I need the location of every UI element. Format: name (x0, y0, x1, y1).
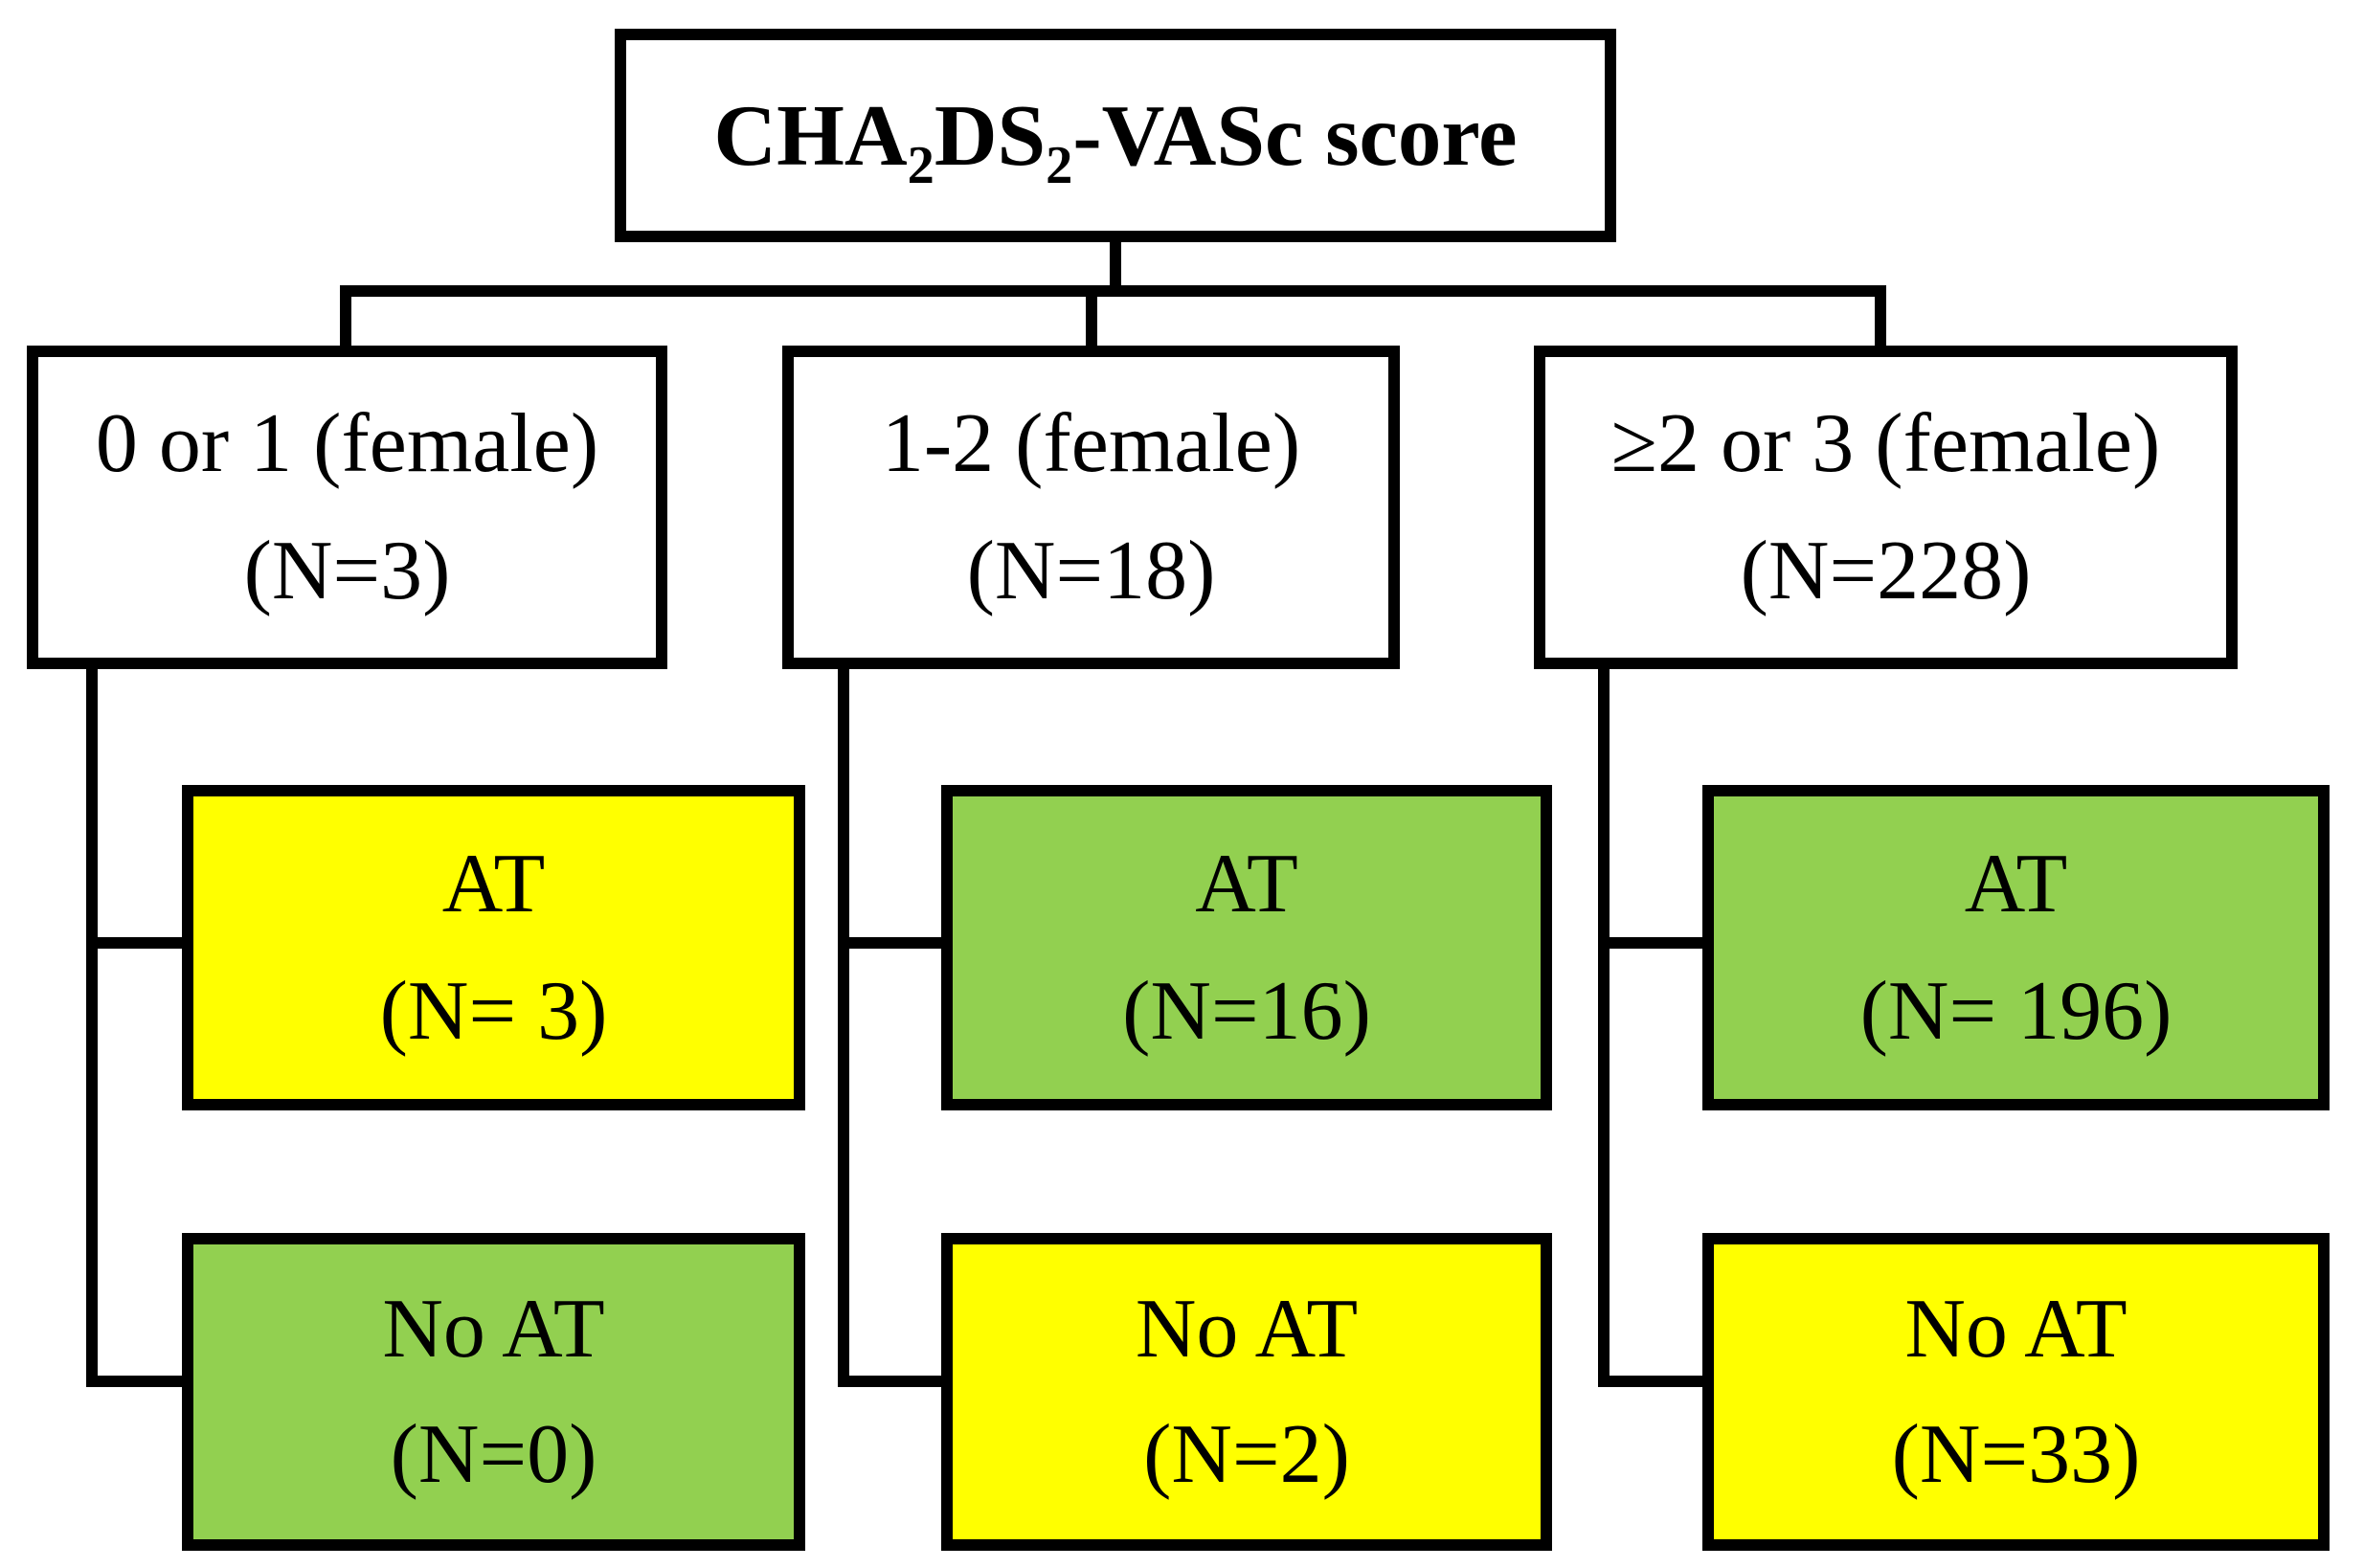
root-box-chads-vasc-score: CHA2DS2-VASc score (615, 29, 1616, 242)
root-box-label: CHA2DS2-VASc score (713, 87, 1518, 196)
connector-stub-no-at-0 (86, 1376, 191, 1387)
at-count: (N= 3) (379, 965, 608, 1059)
no-at-box-score-ge2-or-3: No AT (N=33) (1702, 1233, 2330, 1551)
subscript-2: 2 (1046, 136, 1073, 196)
connector-stub-no-at-2 (1598, 1376, 1712, 1387)
branch-box-score-1-2: 1-2 (female) (N=18) (782, 346, 1400, 669)
branch-label: ≥2 or 3 (female) (1610, 397, 2161, 490)
branch-label: 1-2 (female) (881, 397, 1301, 490)
no-at-label: No AT (382, 1283, 605, 1376)
no-at-count: (N=0) (390, 1408, 597, 1501)
branch-box-score-ge2-or-3: ≥2 or 3 (female) (N=228) (1534, 346, 2238, 669)
connector-stub-at-1 (838, 937, 951, 949)
connector-drop-branch-0 (340, 293, 351, 348)
connector-stub-at-0 (86, 937, 191, 949)
branch-label: 0 or 1 (female) (95, 397, 599, 490)
connector-stub-at-2 (1598, 937, 1712, 949)
connector-stub-no-at-1 (838, 1376, 951, 1387)
no-at-label: No AT (1135, 1283, 1359, 1376)
connector-column-2-vertical (1598, 665, 1610, 1387)
connector-drop-branch-1 (1086, 293, 1097, 348)
branch-box-score-0-or-1: 0 or 1 (female) (N=3) (27, 346, 667, 669)
branch-count: (N=18) (966, 525, 1216, 617)
at-count: (N=16) (1122, 965, 1371, 1059)
at-box-score-1-2: AT (N=16) (941, 785, 1552, 1110)
at-label: AT (1964, 837, 2068, 930)
connector-main-horizontal (340, 285, 1886, 297)
at-box-score-ge2-or-3: AT (N= 196) (1702, 785, 2330, 1110)
at-label: AT (1195, 837, 1298, 930)
no-at-label: No AT (1904, 1283, 2128, 1376)
at-label: AT (441, 837, 546, 930)
at-box-score-0-or-1: AT (N= 3) (182, 785, 805, 1110)
at-count: (N= 196) (1859, 965, 2173, 1059)
branch-count: (N=3) (243, 525, 451, 617)
connector-root-vertical (1110, 240, 1121, 297)
connector-drop-branch-2 (1875, 293, 1886, 348)
branch-count: (N=228) (1740, 525, 2032, 617)
connector-column-0-vertical (86, 665, 98, 1387)
no-at-count: (N=2) (1143, 1408, 1350, 1501)
no-at-count: (N=33) (1891, 1408, 2141, 1501)
no-at-box-score-0-or-1: No AT (N=0) (182, 1233, 805, 1551)
connector-column-1-vertical (838, 665, 849, 1387)
subscript-2: 2 (907, 136, 934, 196)
no-at-box-score-1-2: No AT (N=2) (941, 1233, 1552, 1551)
